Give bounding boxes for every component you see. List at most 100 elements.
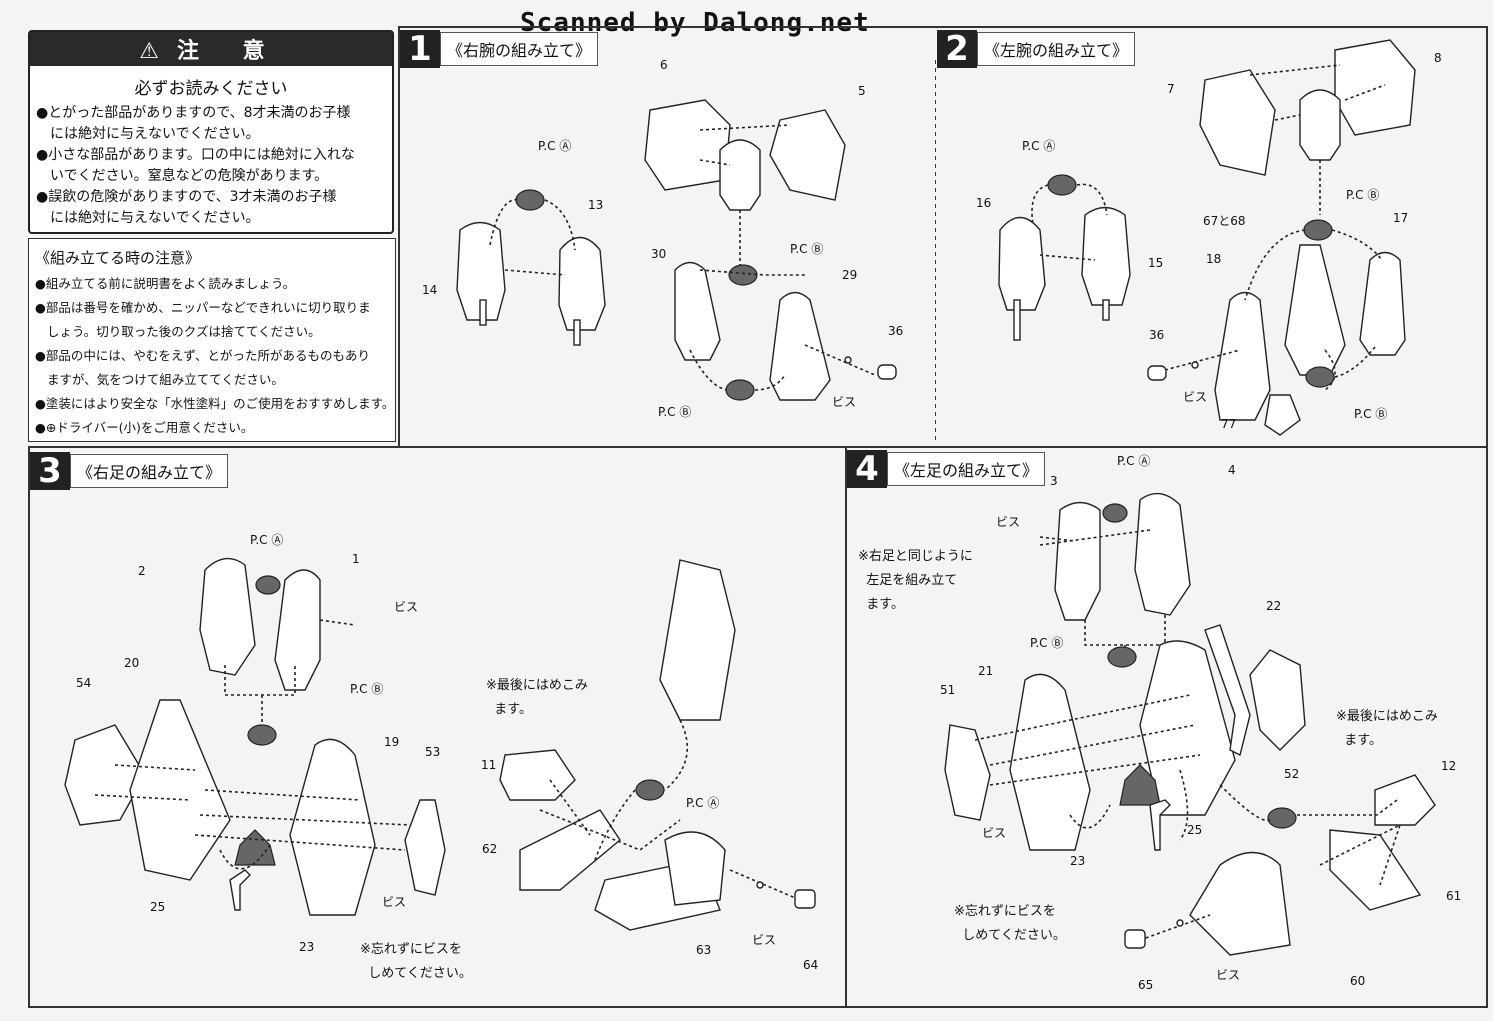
assembly-path bbox=[1249, 64, 1341, 76]
assembly-path bbox=[664, 719, 688, 791]
part-number-61: 61 bbox=[1446, 889, 1462, 903]
part-number-7: 7 bbox=[1167, 82, 1175, 96]
part-number-8: 8 bbox=[1434, 51, 1442, 65]
assembly-path bbox=[594, 789, 636, 861]
assembly-path bbox=[729, 869, 801, 901]
assembly-path bbox=[219, 844, 271, 870]
polycap-b bbox=[728, 264, 758, 286]
part-number-52: 52 bbox=[1284, 767, 1300, 781]
part-1 bbox=[274, 569, 321, 691]
step34-divider bbox=[845, 446, 847, 1006]
assembly-path bbox=[1219, 784, 1271, 822]
part-14-shaft bbox=[479, 299, 487, 326]
label-pca: P.C Ⓐ bbox=[538, 139, 572, 153]
part-22-spine bbox=[1204, 624, 1251, 757]
caution-box: ⚠注 意 必ずお読みください ●とがった部品がありますので、8才未満のお子様 に… bbox=[28, 30, 394, 234]
caution-line: いでください。窒息などの危険があります。 bbox=[50, 168, 329, 184]
part-number-14: 14 bbox=[422, 283, 438, 297]
part-number-64: 64 bbox=[803, 958, 819, 972]
part-20 bbox=[129, 699, 231, 881]
note-step3-screw: ※忘れずにビスを しめてください。 bbox=[360, 942, 472, 981]
part-7 bbox=[1199, 69, 1276, 176]
step-4-number: 4 bbox=[847, 449, 887, 489]
caution-line: には絶対に与えないでください。 bbox=[50, 210, 260, 226]
assembly-path bbox=[1084, 615, 1166, 646]
part-number-62: 62 bbox=[482, 842, 498, 856]
screw bbox=[1176, 919, 1184, 927]
part-number-16: 16 bbox=[976, 196, 992, 210]
assembly-notes-list: ●組み立てる前に説明書をよく読みましょう。 ●部品は番号を確かめ、ニッパーなどで… bbox=[29, 272, 395, 440]
label-screw: ビス bbox=[752, 933, 777, 947]
part-25 bbox=[229, 869, 251, 911]
polycap-b bbox=[725, 379, 755, 401]
part-11 bbox=[499, 749, 576, 801]
assembly-path bbox=[1297, 799, 1398, 816]
part-number-29: 29 bbox=[842, 268, 858, 282]
part-29 bbox=[769, 291, 831, 401]
step-4-diagram bbox=[944, 492, 1436, 956]
assembly-path bbox=[1039, 529, 1151, 546]
part-6 bbox=[644, 99, 731, 191]
assembly-note: ●塗装にはより安全な「水性塗料」のご使用をおすすめします。 bbox=[35, 396, 395, 411]
note-step3-last-fit: ※最後にはめこみ ます。 bbox=[486, 678, 588, 717]
part-23 bbox=[234, 829, 276, 866]
caution-line: ●小さな部品があります。口の中には絶対に入れな bbox=[36, 147, 355, 163]
assembly-path bbox=[194, 834, 406, 851]
assembly-path bbox=[549, 779, 591, 836]
part-number-13: 13 bbox=[588, 198, 604, 212]
assembly-path bbox=[544, 199, 576, 251]
part-number-1: 1 bbox=[352, 552, 360, 566]
assembly-path bbox=[1244, 229, 1306, 301]
step-2-title: 《左腕の組み立て》 bbox=[977, 32, 1136, 66]
step-1-title: 《右腕の組み立て》 bbox=[440, 32, 599, 66]
part-number-5: 5 bbox=[858, 84, 866, 98]
caution-title: ⚠注 意 bbox=[30, 32, 392, 66]
part-number-6: 6 bbox=[660, 58, 668, 72]
polycap-b bbox=[1305, 366, 1335, 388]
left-column-divider bbox=[398, 26, 400, 446]
upper-leg bbox=[659, 559, 736, 721]
assembly-path bbox=[974, 694, 1191, 741]
polycap-a bbox=[1267, 807, 1297, 829]
part-number-77: 77 bbox=[1221, 417, 1237, 431]
label-pcb: P.C Ⓑ bbox=[1030, 636, 1064, 650]
label-pca: P.C Ⓐ bbox=[686, 796, 720, 810]
assembly-path bbox=[1344, 84, 1386, 101]
mid-border bbox=[28, 446, 1488, 448]
part-15 bbox=[1081, 206, 1131, 306]
step-2-number: 2 bbox=[937, 29, 977, 69]
assembly-path bbox=[1274, 114, 1301, 121]
part-13-shaft bbox=[573, 319, 581, 346]
part-30 bbox=[674, 261, 721, 361]
label-pcb: P.C Ⓑ bbox=[658, 405, 692, 419]
step-3-number: 3 bbox=[30, 451, 70, 491]
label-pcb: P.C Ⓑ bbox=[1346, 188, 1380, 202]
step12-divider bbox=[935, 60, 936, 440]
bottom-border bbox=[28, 1006, 1488, 1008]
part-25 bbox=[1149, 799, 1171, 851]
assembly-path bbox=[1179, 769, 1189, 841]
label-pcb: P.C Ⓑ bbox=[1354, 407, 1388, 421]
caution-subtitle: 必ずお読みください bbox=[134, 79, 288, 99]
label-pca: P.C Ⓐ bbox=[250, 533, 284, 547]
part-52 bbox=[1249, 649, 1306, 751]
caution-line: ●誤飲の危険がありますので、3才未満のお子様 bbox=[36, 189, 337, 205]
polycap-b bbox=[1303, 219, 1333, 241]
label-pcb: P.C Ⓑ bbox=[790, 242, 824, 256]
step-1-header: 1 《右腕の組み立て》 bbox=[400, 29, 599, 69]
part-3 bbox=[1054, 501, 1101, 621]
step-3-diagram bbox=[64, 557, 816, 931]
part-number-12: 12 bbox=[1441, 759, 1457, 773]
label-screw: ビス bbox=[1183, 390, 1208, 404]
part-number-53: 53 bbox=[425, 745, 441, 759]
part-36 bbox=[1147, 365, 1167, 381]
part-16 bbox=[998, 216, 1046, 311]
part-number-21: 21 bbox=[978, 664, 994, 678]
part-16-shaft bbox=[1013, 299, 1021, 341]
label-67-68: 67と68 bbox=[1203, 214, 1246, 228]
screw bbox=[844, 356, 852, 364]
assembly-path bbox=[1331, 229, 1383, 261]
caution-list: ●とがった部品がありますので、8才未満のお子様 には絶対に与えないでください。 … bbox=[30, 103, 392, 229]
part-60 bbox=[1189, 851, 1291, 956]
part-5 bbox=[769, 109, 846, 201]
